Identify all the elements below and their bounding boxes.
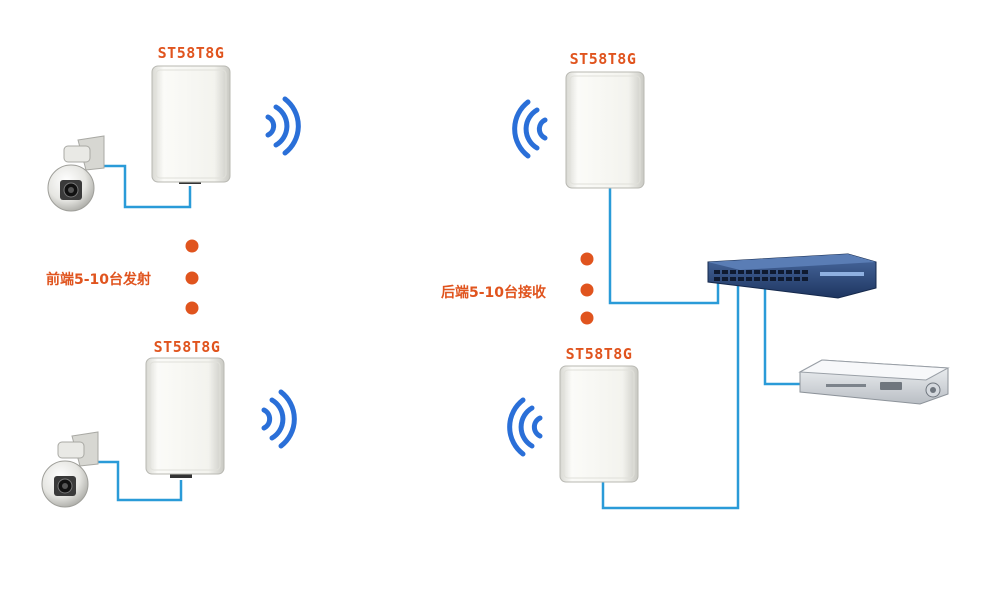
back-ellipsis-dots	[580, 252, 594, 325]
antenna-panel-icon	[145, 357, 225, 478]
cable-antenna-4-to-switch	[601, 282, 740, 510]
nvr-recorder-icon	[798, 359, 950, 405]
antenna-model-label: ST58T8G	[569, 50, 637, 68]
wifi-signal-icon	[507, 397, 543, 457]
cable-antenna-3-to-switch	[608, 186, 720, 305]
antenna-panel-icon	[565, 71, 645, 189]
wifi-signal-icon	[265, 96, 301, 156]
wifi-signal-icon	[261, 389, 297, 449]
back-receive-label: 后端5-10台接收	[441, 285, 547, 301]
camera-icon	[41, 431, 99, 508]
cable-camera-1-to-antenna-1	[100, 164, 192, 209]
network-switch-icon	[707, 253, 877, 299]
antenna-model-label: ST58T8G	[565, 345, 633, 363]
camera-icon	[47, 135, 105, 212]
antenna-panel-icon	[151, 65, 231, 184]
cable-camera-2-to-antenna-2	[95, 460, 183, 502]
wifi-signal-icon	[512, 99, 548, 159]
front-transmit-label: 前端5-10台发射	[46, 272, 152, 288]
antenna-model-label: ST58T8G	[157, 44, 225, 62]
cable-switch-to-nvr	[763, 282, 806, 386]
front-ellipsis-dots	[185, 239, 199, 315]
cables	[95, 164, 806, 510]
antenna-model-label: ST58T8G	[153, 338, 221, 356]
antenna-panel-icon	[559, 365, 639, 483]
